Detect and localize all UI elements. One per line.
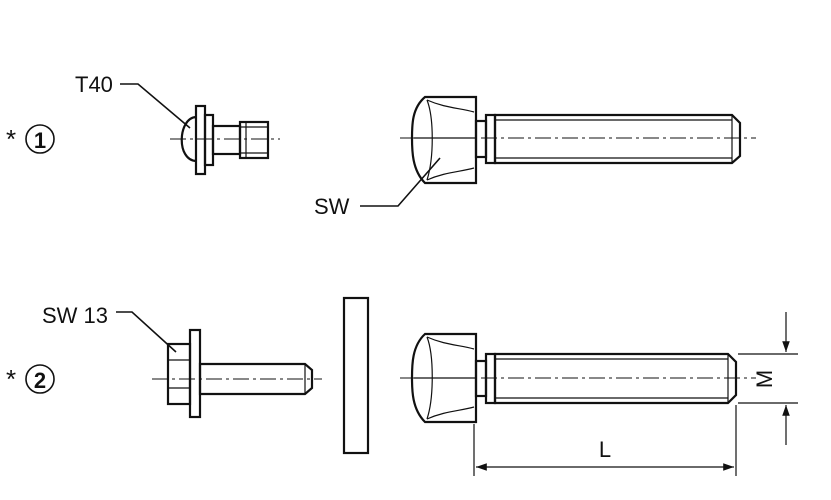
flange-screw-head bbox=[166, 342, 192, 406]
hex-bolt-1-shaft bbox=[493, 113, 742, 165]
dim-m-label: M bbox=[752, 370, 777, 388]
hex-bolt-2-head bbox=[410, 332, 478, 424]
svg-text:1: 1 bbox=[34, 128, 46, 153]
sw13-label: SW 13 bbox=[42, 303, 108, 328]
svg-text:2: 2 bbox=[34, 368, 46, 393]
torx-neck bbox=[211, 124, 242, 156]
torx-thread bbox=[238, 120, 270, 160]
torx-screw-part bbox=[170, 104, 280, 176]
hex-bolt-1 bbox=[400, 95, 756, 185]
hex-bolt-1-collar bbox=[484, 113, 497, 165]
item-2-circle bbox=[25, 364, 55, 394]
svg-text:*: * bbox=[6, 364, 16, 394]
sw-leader-line bbox=[360, 157, 441, 207]
t40-leader-line bbox=[120, 83, 191, 129]
flange-screw-part bbox=[152, 328, 322, 419]
sw13-leader-line bbox=[116, 311, 177, 353]
flange-screw-flange bbox=[188, 328, 202, 419]
hex-bolt-1-neck bbox=[474, 119, 488, 159]
hex-bolt-1-head bbox=[410, 95, 478, 185]
item-1-circle bbox=[25, 124, 55, 154]
item-2-marker: * 2 bbox=[6, 364, 55, 394]
svg-text:*: * bbox=[6, 124, 16, 154]
torx-flange bbox=[194, 104, 207, 176]
t40-label: T40 bbox=[75, 72, 113, 97]
spacer-plate bbox=[342, 296, 370, 455]
sw-label: SW bbox=[314, 194, 350, 219]
torx-collar bbox=[203, 113, 215, 167]
item-1-marker: * 1 bbox=[6, 124, 55, 154]
dimension-m: M bbox=[738, 312, 798, 445]
dimension-l: L bbox=[473, 405, 737, 476]
torx-head-dome bbox=[180, 115, 197, 163]
dim-l-label: L bbox=[599, 437, 611, 462]
hex-bolt-2 bbox=[400, 332, 756, 424]
